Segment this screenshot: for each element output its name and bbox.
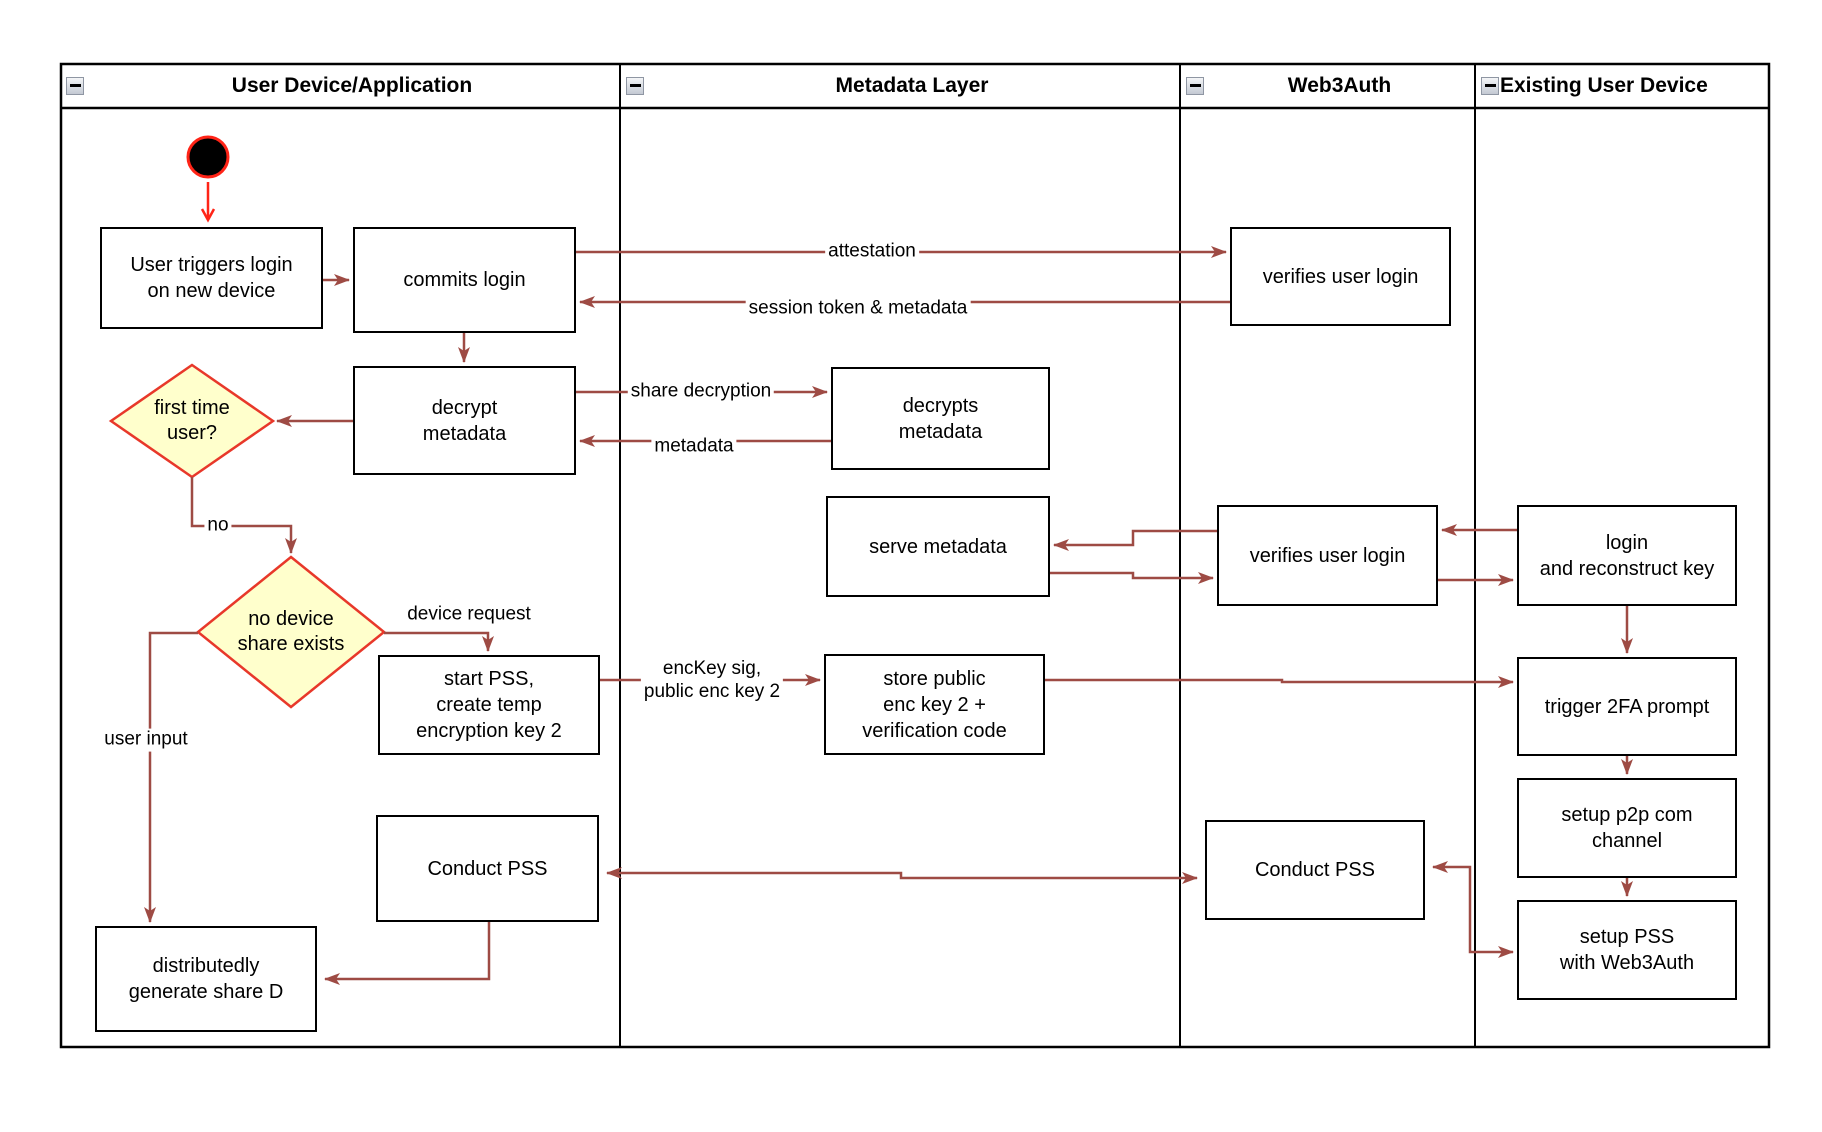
node-trigger-2fa[interactable]: trigger 2FA prompt [1517,657,1737,756]
node-conduct-pss-right[interactable]: Conduct PSS [1205,820,1425,920]
edge-label-session-token: session token & metadata [745,297,971,321]
edge-no-branch [190,477,297,554]
node-conduct-pss-left[interactable]: Conduct PSS [376,815,599,922]
node-setup-pss[interactable]: setup PSS with Web3Auth [1517,900,1737,1000]
node-store-public-enc[interactable]: store public enc key 2 + verification co… [824,654,1045,755]
minus-glyph [1484,84,1496,87]
lane-existing-user-device: Existing User Device [1475,63,1770,108]
edge-label-no: no [204,514,232,538]
node-decrypts-metadata[interactable]: decrypts metadata [831,367,1050,470]
minus-glyph [629,84,641,87]
node-verifies-user-login-top[interactable]: verifies user login [1230,227,1451,326]
edge-conduct-to-distributedly [324,922,491,985]
collapse-lane-icon[interactable] [626,76,644,95]
edge-label-user-input: user input [101,728,191,752]
node-no-device-share[interactable]: no device share exists [237,608,345,655]
node-start-pss[interactable]: start PSS, create temp encryption key 2 [378,655,600,755]
node-setup-p2p[interactable]: setup p2p com channel [1517,778,1737,878]
lane-title: User Device/Application [231,73,473,97]
lane-metadata-layer: Metadata Layer [620,63,1180,108]
edge-label-enckey: encKey sig, public enc key 2 [640,658,784,704]
collapse-lane-icon[interactable] [1481,76,1499,95]
lane-title: Web3Auth [1287,73,1392,97]
lane-title: Existing User Device [1500,73,1708,97]
node-distributedly-generate[interactable]: distributedly generate share D [95,926,317,1032]
node-commits-login[interactable]: commits login [353,227,576,333]
collapse-lane-icon[interactable] [1186,76,1204,95]
edge-store-to-2fa [1045,676,1514,688]
node-verifies-user-login-mid[interactable]: verifies user login [1217,505,1438,606]
edge-device-request [384,631,494,652]
start-node[interactable] [186,135,230,179]
node-serve-metadata[interactable]: serve metadata [826,496,1050,597]
edge-label-share-decryption: share decryption [627,380,775,404]
edge-label-attestation: attestation [825,240,919,264]
lane-user-device: User Device/Application [60,63,620,108]
node-user-triggers-login[interactable]: User triggers login on new device [100,227,323,329]
lane-web3auth: Web3Auth [1180,63,1475,108]
minus-glyph [69,84,81,87]
decision-no-device-share[interactable] [196,555,386,709]
node-login-reconstruct[interactable]: login and reconstruct key [1517,505,1737,606]
edge-label-device-request: device request [404,603,534,627]
edge-conduct-pss-link [606,867,1198,884]
lane-title: Metadata Layer [835,73,989,97]
edge-user-input [144,631,198,923]
minus-glyph [1189,84,1201,87]
edge-serve-to-verifies [1050,571,1214,584]
edge-label-metadata: metadata [651,435,737,459]
node-first-time-user[interactable]: first time user? [154,397,230,444]
node-decrypt-metadata[interactable]: decrypt metadata [353,366,576,475]
edge-setuppss-conduct-link [1432,861,1514,958]
edge-verifies-to-serve [1053,529,1217,551]
collapse-lane-icon[interactable] [66,76,84,95]
